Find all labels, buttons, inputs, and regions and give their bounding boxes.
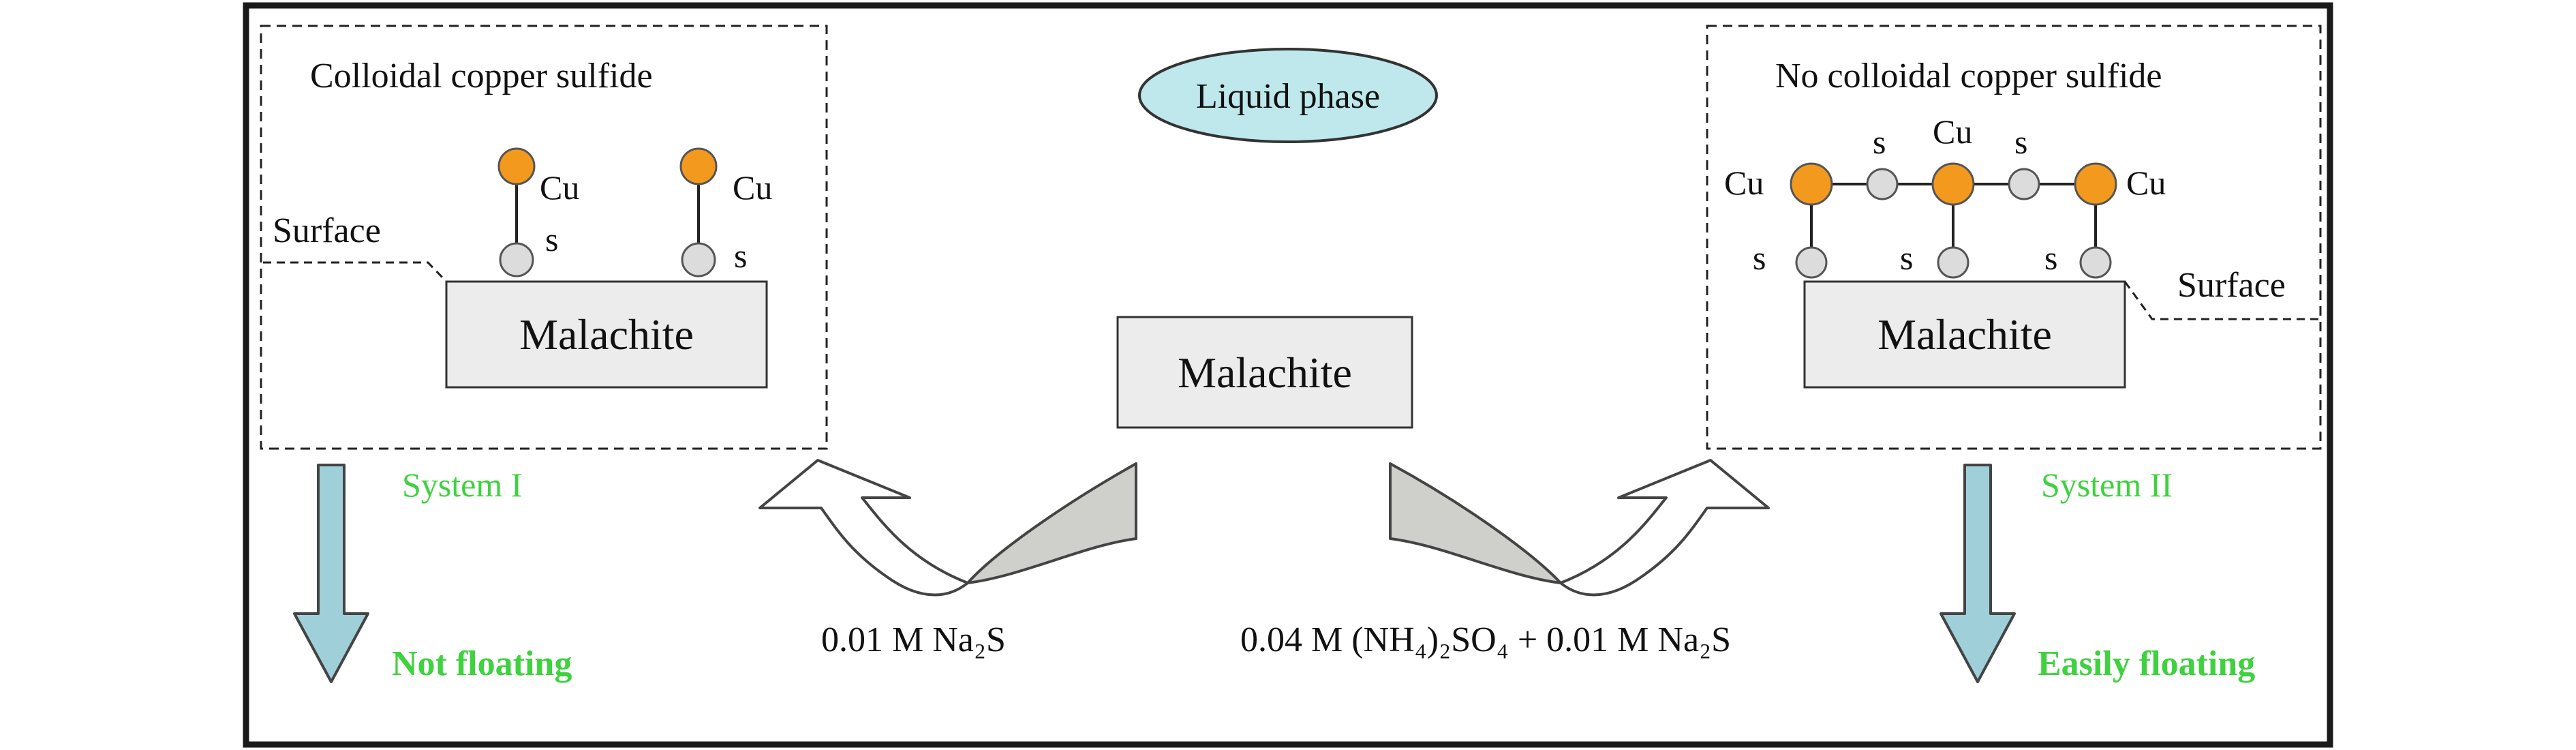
system2-chain-sulfur-label-1: s <box>1873 123 1886 161</box>
system2-copper-atom-1 <box>1790 162 1833 206</box>
left-reagent-label: 0.01 M Na₂S <box>821 620 1006 659</box>
system1-name: System I <box>402 466 522 504</box>
system1-copper-label-1: Cu <box>540 168 579 207</box>
liquid-phase-label: Liquid phase <box>1196 77 1380 116</box>
system2-copper-atom-2 <box>1931 162 1975 206</box>
system2-surface-sulfur-label-1: s <box>1753 239 1766 277</box>
system2-surface-sulfur-label-2: s <box>1900 239 1913 277</box>
system2-down-arrow <box>1939 464 2016 683</box>
right-reagent-label: 0.04 M (NH₄)₂SO₄ + 0.01 M Na₂S <box>1240 620 1731 659</box>
system2-heading: No colloidal copper sulfide <box>1775 57 2162 95</box>
system1-copper-atom-1 <box>497 147 536 185</box>
system2-copper-label-1: Cu <box>1724 164 1764 202</box>
system2-surface-sulfur-label-3: s <box>2044 239 2057 277</box>
system2-name: System II <box>2041 466 2173 504</box>
system2-copper-label-2: Cu <box>1933 112 1972 151</box>
system2-surface-label: Surface <box>2177 266 2286 305</box>
system2-surface-sulfur-1 <box>1795 246 1828 279</box>
system2-malachite-label: Malachite <box>1877 310 2052 359</box>
system1-copper-label-2: Cu <box>733 168 772 207</box>
system2-chain-sulfur-2 <box>2008 168 2040 200</box>
system2-malachite-box <box>1803 280 2126 389</box>
liquid-phase-ellipse <box>1138 48 1438 143</box>
system1-malachite-label: Malachite <box>519 310 694 359</box>
system1-sulfur-label-2: s <box>734 237 747 275</box>
system1-copper-atom-2 <box>679 147 718 185</box>
system1-surface-leader <box>263 261 448 283</box>
system1-malachite-box <box>445 280 768 389</box>
system2-chain-sulfur-label-2: s <box>2014 123 2027 161</box>
system1-sulfur-atom-2 <box>681 242 716 278</box>
system1-surface-label: Surface <box>273 211 381 250</box>
system2-copper-atom-3 <box>2074 162 2117 206</box>
system1-down-arrow <box>293 464 369 683</box>
system2-dashed-box <box>1706 25 2322 450</box>
system2-copper-label-3: Cu <box>2126 164 2166 202</box>
system2-surface-leader <box>2123 281 2318 320</box>
system1-sulfur-label-1: s <box>545 220 558 258</box>
system1-outcome: Not floating <box>392 644 572 683</box>
system2-chain-sulfur-1 <box>1866 168 1899 200</box>
left-curved-arrow <box>758 459 1137 597</box>
system2-surface-sulfur-3 <box>2079 246 2112 279</box>
center-malachite-box <box>1116 316 1413 429</box>
system2-surface-sulfur-2 <box>1937 246 1969 279</box>
right-curved-arrow <box>1389 459 1770 597</box>
system1-dashed-box <box>260 25 828 450</box>
system2-outcome: Easily floating <box>2038 644 2255 683</box>
system1-sulfur-atom-1 <box>499 242 534 278</box>
center-malachite-label: Malachite <box>1178 348 1352 397</box>
system1-heading: Colloidal copper sulfide <box>310 57 653 95</box>
